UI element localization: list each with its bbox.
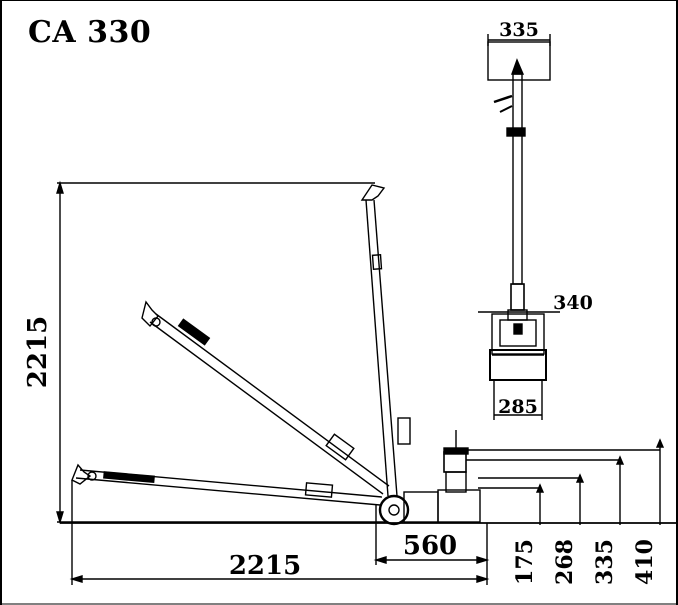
dim-label-lift-335: 335 xyxy=(592,539,618,585)
jack-chassis xyxy=(378,430,481,526)
height-dimension xyxy=(56,180,385,525)
dim-label-lift-175: 175 xyxy=(512,539,538,585)
dim-label-overall-length: 2215 xyxy=(229,551,301,581)
dim-label-top-width: 335 xyxy=(499,19,539,41)
handle-lowered xyxy=(71,463,383,506)
lift-height-lines xyxy=(444,438,665,525)
length-dimension xyxy=(69,480,490,585)
dim-label-base-width: 285 xyxy=(498,396,538,418)
handle-angled xyxy=(141,300,390,495)
handle-vertical xyxy=(360,184,411,497)
dim-label-lift-410: 410 xyxy=(632,539,658,585)
dim-label-head-width: 340 xyxy=(553,292,593,314)
model-title: CA 330 xyxy=(28,15,152,50)
dim-label-base-length: 560 xyxy=(403,531,457,561)
base-length-dimension xyxy=(373,505,490,585)
dim-label-overall-height: 2215 xyxy=(23,316,53,388)
dim-label-lift-268: 268 xyxy=(552,539,578,585)
top-view-shaft xyxy=(512,73,523,285)
top-view xyxy=(478,34,560,420)
top-view-head-plate xyxy=(487,41,551,81)
